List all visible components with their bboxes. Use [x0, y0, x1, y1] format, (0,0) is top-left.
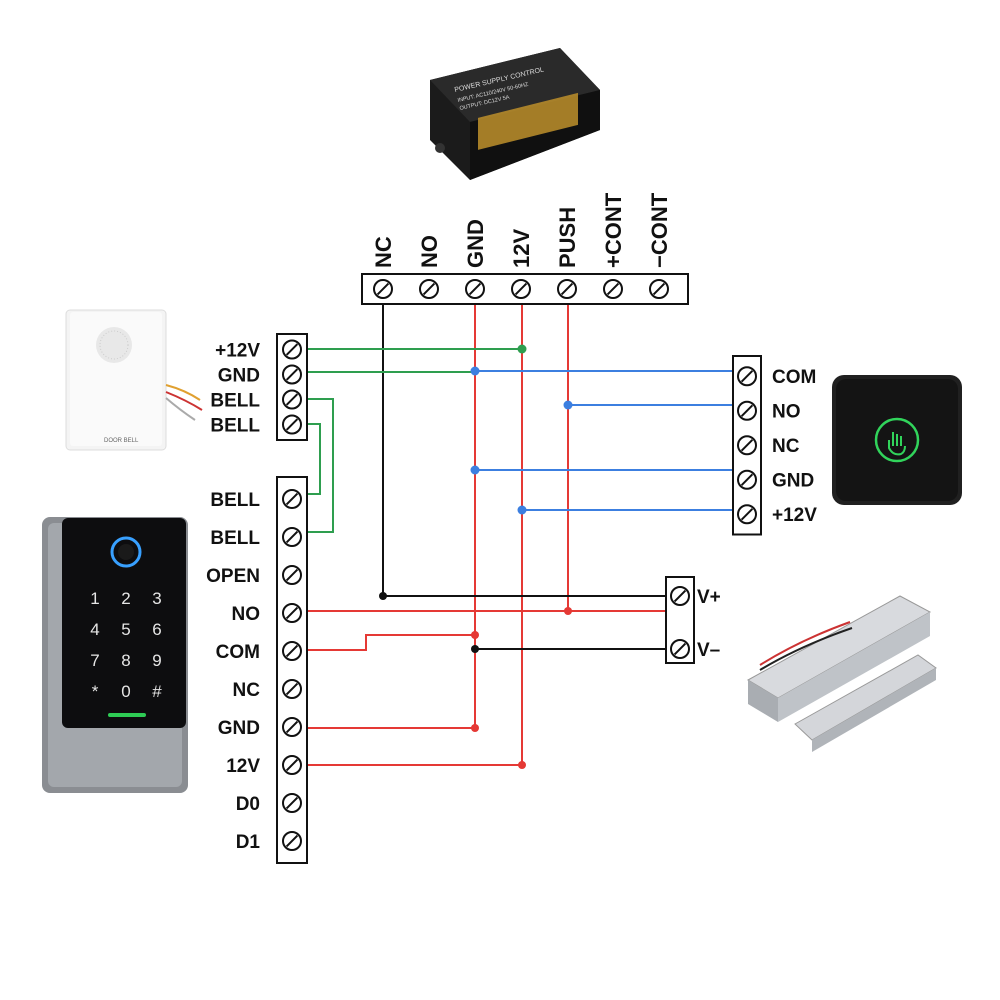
- exit-button-terminal-block-label: +12V: [772, 505, 817, 526]
- keypad-reader-image: 1 2 3 4 5 6 7 8 9 * 0 #: [42, 517, 188, 793]
- lock-terminal-block: V+ V–: [665, 576, 721, 664]
- doorbell-terminal-block-label: BELL: [210, 415, 260, 436]
- lock-terminal-label: V–: [697, 640, 720, 661]
- exit-button-terminal-block-label: GND: [772, 471, 814, 492]
- keypad-terminal-block-label: 12V: [226, 756, 260, 777]
- keypad-key: 9: [152, 651, 161, 670]
- psu-terminal-label: −CONT: [647, 192, 672, 268]
- keypad-terminal-block-label: D1: [236, 832, 261, 853]
- doorbell-image: DOOR BELL: [65, 309, 203, 451]
- psu-terminal-label: NC: [371, 236, 396, 268]
- exit-button-terminal-block-label: NC: [772, 436, 800, 457]
- power-supply-image: POWER SUPPLY CONTROL INPUT: AC110/240V 5…: [430, 48, 600, 180]
- doorbell-terminal-block-label: GND: [218, 365, 260, 386]
- psu-terminal-label: NO: [417, 235, 442, 268]
- lock-terminal-label: V+: [697, 587, 721, 608]
- psu-terminal-label: 12V: [509, 229, 534, 268]
- psu-terminal-label: PUSH: [555, 207, 580, 268]
- touch-exit-button-image: [832, 375, 962, 505]
- keypad-key: *: [92, 682, 99, 701]
- doorbell-terminal-block-label: +12V: [215, 340, 260, 361]
- keypad-terminal-block-label: COM: [216, 642, 260, 663]
- keypad-key: 0: [121, 682, 130, 701]
- keypad-terminal-block-label: NC: [233, 680, 261, 701]
- keypad-key: #: [152, 682, 162, 701]
- keypad-terminal-block-label: OPEN: [206, 566, 260, 587]
- exit-button-terminal-block-label: NO: [772, 402, 801, 423]
- keypad-terminal-block-label: NO: [232, 604, 261, 625]
- keypad-terminal-block-label: D0: [236, 794, 260, 815]
- psu-terminal-label: +CONT: [601, 192, 626, 268]
- keypad-key: 5: [121, 620, 130, 639]
- keypad-keys: 1 2 3 4 5 6 7 8 9 * 0 #: [90, 589, 162, 701]
- keypad-terminal-block-label: GND: [218, 718, 260, 739]
- keypad-terminal-block-label: BELL: [210, 528, 260, 549]
- keypad-key: 2: [121, 589, 130, 608]
- keypad-key: 3: [152, 589, 161, 608]
- psu-terminal-label: GND: [463, 219, 488, 268]
- doorbell-terminal-block-label: BELL: [210, 390, 260, 411]
- doorbell-label: DOOR BELL: [104, 438, 139, 444]
- keypad-key: 1: [90, 589, 99, 608]
- keypad-key: 7: [90, 651, 99, 670]
- keypad-key: 4: [90, 620, 99, 639]
- wires: [303, 300, 745, 769]
- exit-button-terminal-block-label: COM: [772, 367, 816, 388]
- doorbell-terminal-block: +12V GND BELL BELL: [210, 333, 308, 441]
- psu-terminal-block: NC NO GND 12V PUSH +CONT −CONT: [361, 192, 689, 305]
- keypad-terminal-block-label: BELL: [210, 490, 260, 511]
- magnetic-lock-image: [746, 595, 937, 752]
- keypad-key: 8: [121, 651, 130, 670]
- keypad-key: 6: [152, 620, 161, 639]
- exit-button-terminal-block: COM NO NC GND +12V: [732, 355, 817, 536]
